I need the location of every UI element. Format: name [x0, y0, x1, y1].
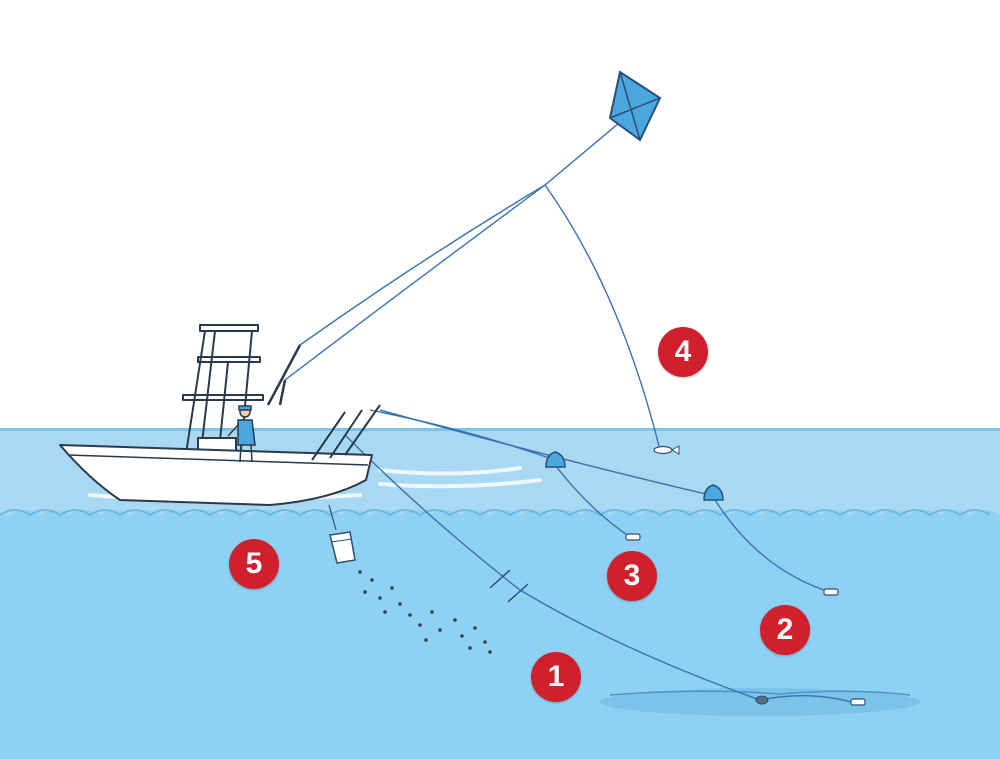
bait-3 [626, 534, 640, 540]
boat-icon [60, 325, 380, 505]
kite-line-upper [300, 118, 625, 345]
bait-2 [824, 589, 838, 595]
kite-drop-line [545, 185, 660, 450]
marker-5: 5 [229, 539, 279, 589]
lead-weight-icon [756, 696, 768, 704]
kite-line-lower [285, 185, 545, 380]
kite-icon [610, 72, 660, 140]
horizon-line [0, 428, 1000, 431]
marker-2: 2 [760, 605, 810, 655]
deep-water [0, 505, 1000, 759]
marker-1: 1 [531, 652, 581, 702]
bottom-bait [851, 699, 865, 705]
marker-4: 4 [658, 327, 708, 377]
marker-3: 3 [607, 551, 657, 601]
